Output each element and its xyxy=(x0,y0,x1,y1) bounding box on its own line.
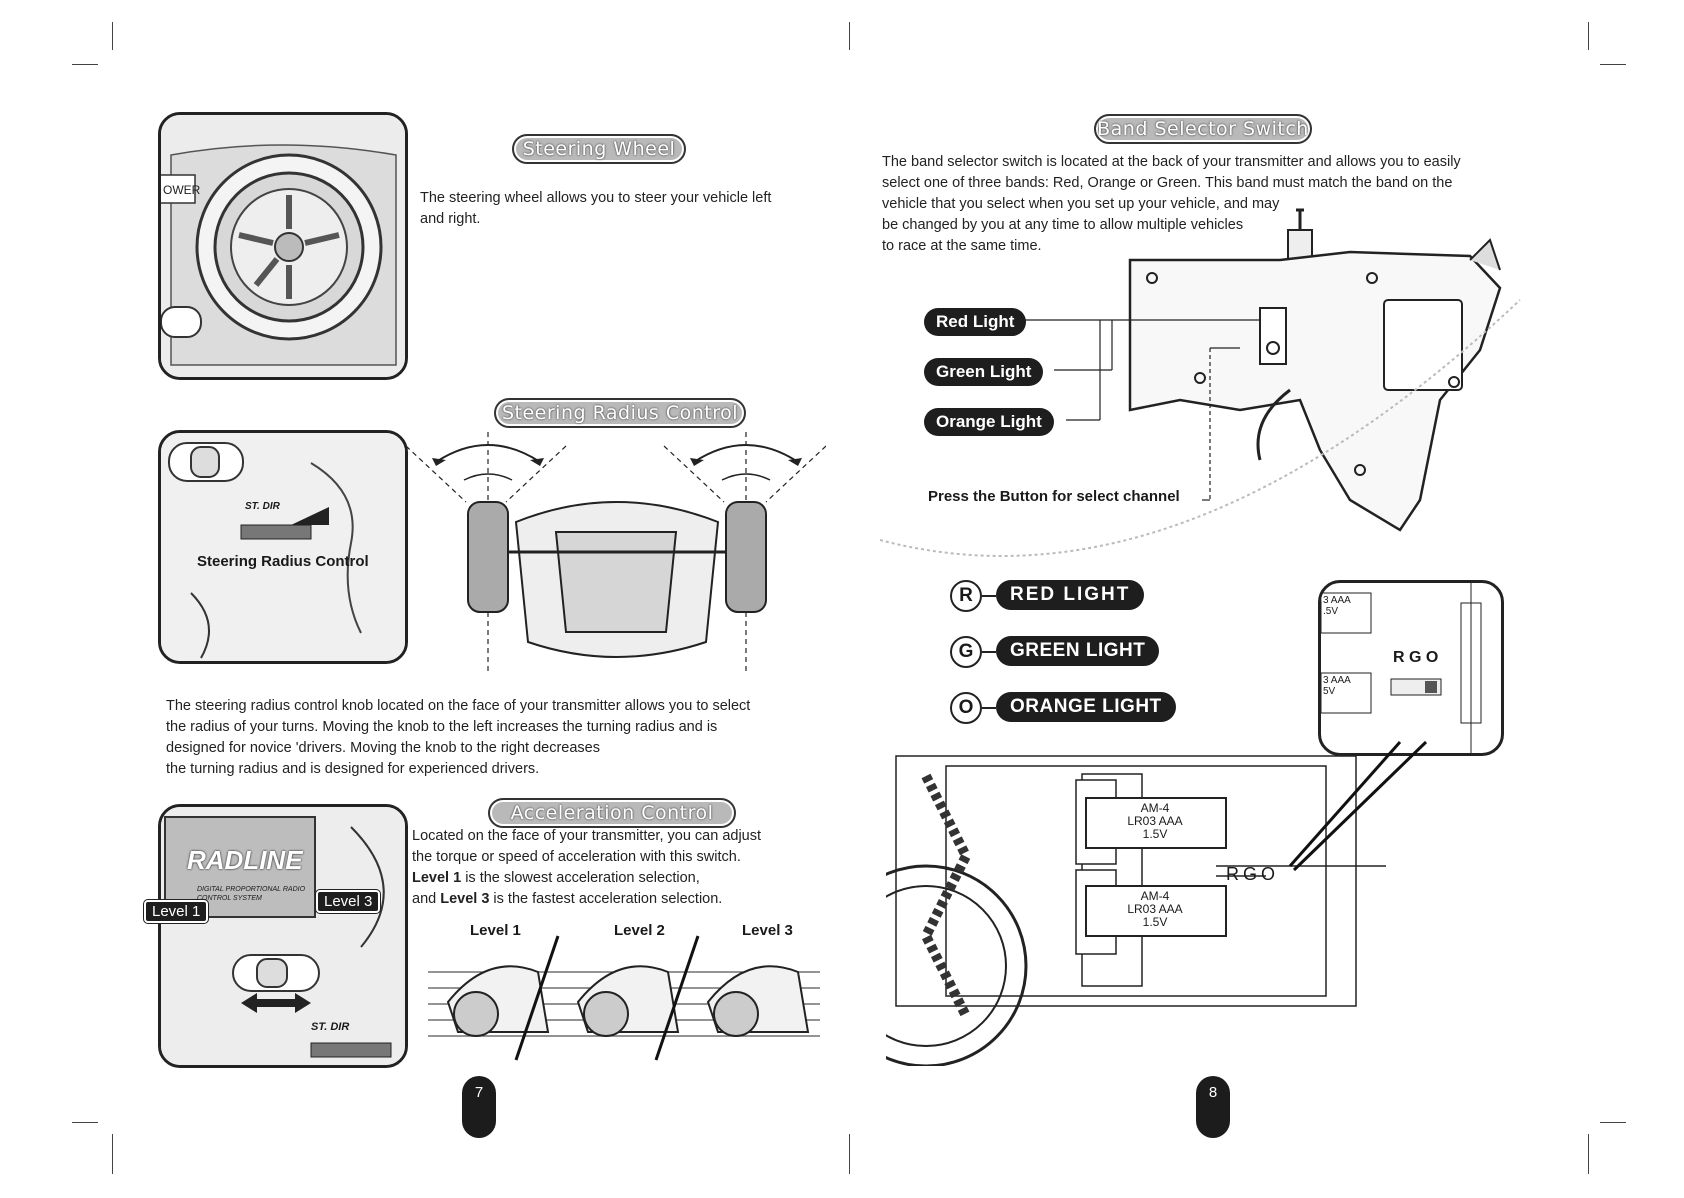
acceleration-line: and Level 3 is the fastest acceleration … xyxy=(412,889,832,910)
crop-mark xyxy=(1588,22,1589,50)
band-selector-line: to race at the same time. xyxy=(882,238,1042,254)
legend-connector xyxy=(982,595,996,597)
battery-cell-upper: AM-4 LR03 AAA 1.5V xyxy=(1090,802,1220,841)
inset-cell-top: 3 AAA .5V xyxy=(1323,595,1351,617)
steering-radius-line: designed for novice 'drivers. Moving the… xyxy=(166,740,600,756)
zoom-callout-lines xyxy=(1288,740,1428,872)
crop-mark xyxy=(72,1122,98,1123)
steering-wheel-illustration: OWER xyxy=(158,112,408,380)
crop-mark xyxy=(1600,1122,1626,1123)
car-acceleration-diagram xyxy=(428,935,820,1061)
rgo-label: RGO xyxy=(1226,864,1280,884)
inset-cell-bottom: 3 AAA 5V xyxy=(1323,675,1351,697)
car-steering-diagram xyxy=(406,432,826,672)
steering-wheel-icon: OWER xyxy=(161,115,405,377)
st-dir-label: ST. DIR xyxy=(311,1021,350,1033)
steering-radius-heading: Steering Radius Control xyxy=(494,398,746,428)
press-button-label: Press the Button for select channel xyxy=(928,488,1180,505)
transmitter-rear-illustration xyxy=(880,208,1521,557)
band-selector-line: select one of three bands: Red, Orange o… xyxy=(882,175,1453,191)
steering-radius-line: The steering radius control knob located… xyxy=(166,698,751,714)
band-selector-line: be changed by you at any time to allow m… xyxy=(882,217,1244,233)
steering-radius-line: the turning radius and is designed for e… xyxy=(166,761,540,777)
acceleration-heading: Acceleration Control xyxy=(488,798,736,828)
battery-compartment-illustration xyxy=(886,755,1386,1066)
acceleration-line-pre: and xyxy=(412,891,441,907)
level-3-label: Level 3 xyxy=(742,922,793,939)
brand-logo: RADLINE xyxy=(187,845,303,875)
level-1-label: Level 1 xyxy=(470,922,521,939)
steering-radius-inset-label: Steering Radius Control xyxy=(197,553,369,570)
steering-radius-line: the radius of your turns. Moving the kno… xyxy=(166,719,718,735)
legend-label: GREEN LIGHT xyxy=(996,636,1160,666)
orange-light-label: Orange Light xyxy=(924,408,1054,436)
st-dir-label: ST. DIR xyxy=(245,501,280,512)
legend-letter: O xyxy=(950,692,982,724)
red-light-label: Red Light xyxy=(924,308,1027,336)
crop-mark xyxy=(849,22,850,50)
acceleration-switch-icon xyxy=(161,807,405,1065)
cell-model: AM-4 xyxy=(1140,889,1170,903)
legend-letter: G xyxy=(950,636,982,668)
power-label: OWER xyxy=(163,183,201,197)
brand-sub: DIGITAL PROPORTIONAL RADIO CONTROL SYSTE… xyxy=(197,886,306,902)
legend-connector xyxy=(982,651,996,653)
steering-radius-illustration: ST. DIR Steering Radius Control xyxy=(158,430,408,664)
cell-model: AM-4 xyxy=(1140,801,1170,815)
legend-connector xyxy=(982,707,996,709)
legend-label: ORANGE LIGHT xyxy=(996,692,1176,722)
band-selector-line: The band selector switch is located at t… xyxy=(882,154,1461,170)
bold-level-1: Level 1 xyxy=(412,870,462,886)
crop-mark xyxy=(112,22,113,50)
inset-cell-voltage: 5V xyxy=(1323,686,1336,697)
acceleration-line-rest: is the slowest acceleration selection, xyxy=(461,870,700,886)
inset-cell-label: 3 AAA xyxy=(1323,595,1351,606)
level-1-tag: Level 1 xyxy=(142,899,210,924)
level-3-tag: Level 3 xyxy=(314,889,382,914)
steering-wheel-heading: Steering Wheel xyxy=(512,134,686,164)
steering-radius-text: The steering radius control knob located… xyxy=(166,696,826,780)
acceleration-illustration: RADLINE DIGITAL PROPORTIONAL RADIO CONTR… xyxy=(158,804,408,1068)
legend-label: RED LIGHT xyxy=(996,580,1145,610)
legend-letter: R xyxy=(950,580,982,612)
switch-zoom-inset: 3 AAA .5V 3 AAA 5V R G O xyxy=(1318,580,1504,756)
crop-mark xyxy=(849,1134,850,1174)
page-number-7: 7 xyxy=(462,1076,496,1138)
cell-voltage: 1.5V xyxy=(1142,915,1168,929)
crop-mark xyxy=(112,1134,113,1174)
switch-inset-drawing xyxy=(1321,583,1482,753)
band-selector-text: The band selector switch is located at t… xyxy=(882,152,1562,257)
band-selector-line: vehicle that you select when you set up … xyxy=(882,196,1280,212)
crop-mark xyxy=(1588,1134,1589,1174)
bold-level-3: Level 3 xyxy=(440,891,490,907)
transmitter-knob-icon xyxy=(161,433,405,661)
inset-cell-voltage: .5V xyxy=(1323,606,1339,617)
acceleration-line: Located on the face of your transmitter,… xyxy=(412,828,762,844)
acceleration-line: Level 1 is the slowest acceleration sele… xyxy=(412,868,832,889)
acceleration-text: Located on the face of your transmitter,… xyxy=(412,826,832,910)
battery-cell-lower: AM-4 LR03 AAA 1.5V xyxy=(1090,890,1220,929)
cell-type: LR03 AAA xyxy=(1127,902,1183,916)
cell-voltage: 1.5V xyxy=(1142,827,1168,841)
page-number-8: 8 xyxy=(1196,1076,1230,1138)
crop-mark xyxy=(1600,64,1626,65)
cell-type: LR03 AAA xyxy=(1127,814,1183,828)
acceleration-line-rest: is the fastest acceleration selection. xyxy=(489,891,723,907)
inset-rgo-label: R G O xyxy=(1393,649,1439,666)
level-2-label: Level 2 xyxy=(614,922,665,939)
green-light-label: Green Light xyxy=(924,358,1044,386)
inset-cell-label: 3 AAA xyxy=(1323,675,1351,686)
crop-mark xyxy=(72,64,98,65)
band-selector-heading: Band Selector Switch xyxy=(1094,114,1312,144)
steering-wheel-text: The steering wheel allows you to steer y… xyxy=(420,190,772,227)
acceleration-line: the torque or speed of acceleration with… xyxy=(412,849,741,865)
